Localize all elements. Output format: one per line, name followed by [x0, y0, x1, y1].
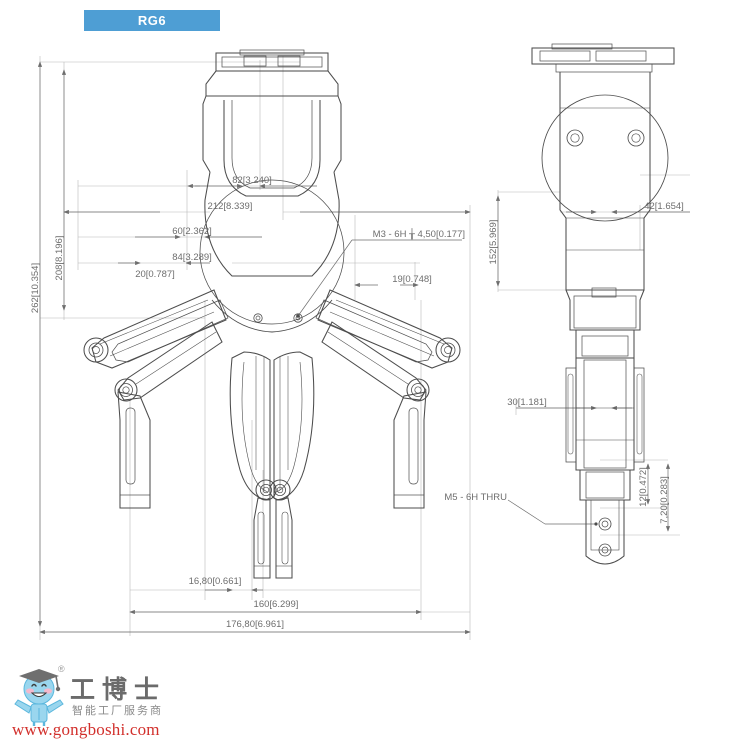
- gongboshi-mascot-icon: [14, 669, 64, 726]
- callout-thread-m3: M3 - 6H ╁ 4,50[0.177]: [373, 227, 465, 240]
- dim-side-width-mid: 30[1.181]: [507, 397, 547, 408]
- dim-right-small: 19[0.748]: [392, 274, 432, 285]
- leader-lines: [296, 239, 598, 526]
- dim-side-small-1: 12[0.472]: [638, 467, 649, 507]
- brand-tagline-cn: 智能工厂服务商: [72, 704, 163, 717]
- front-view: [83, 49, 461, 579]
- title-badge: RG6: [84, 10, 220, 31]
- dim-side-vertical-main: 152[5.969]: [488, 220, 499, 265]
- dim-top-2: 212[8.339]: [208, 201, 253, 212]
- extension-lines: [39, 56, 690, 640]
- dim-top-4: 84[3.289]: [172, 252, 212, 263]
- dim-bottom-1: 16,80[0.661]: [189, 576, 242, 587]
- brand-website-url: www.gongboshi.com: [12, 720, 160, 739]
- dim-bottom-2: 160[6.299]: [254, 599, 299, 610]
- dim-bottom-3: 176,80[6.961]: [226, 619, 284, 630]
- side-view: [531, 43, 675, 565]
- dim-side-width-top: 42[1.654]: [644, 201, 684, 212]
- dim-side-small-2: 7,20[0.283]: [659, 476, 670, 524]
- dim-top-1: 82[3.240]: [232, 175, 272, 186]
- dim-top-3: 60[2.362]: [172, 226, 212, 237]
- watermark-logo: ® 工博士 智能工厂服务商 www.gongboshi.com: [8, 662, 223, 746]
- dimension-text: 82[3.240] 212[8.339] 60[2.362] 84[3.289]…: [30, 175, 684, 630]
- dim-vertical-inner: 208[8.196]: [54, 236, 65, 281]
- dim-vertical-outer: 262[10.354]: [30, 263, 41, 313]
- dim-left-small: 20[0.787]: [135, 269, 175, 280]
- dimension-lines: [37, 61, 690, 635]
- callout-thread-m5: M5 - 6H THRU: [444, 492, 507, 503]
- brand-name-cn: 工博士: [70, 675, 167, 704]
- registered-trademark-icon: ®: [58, 664, 65, 674]
